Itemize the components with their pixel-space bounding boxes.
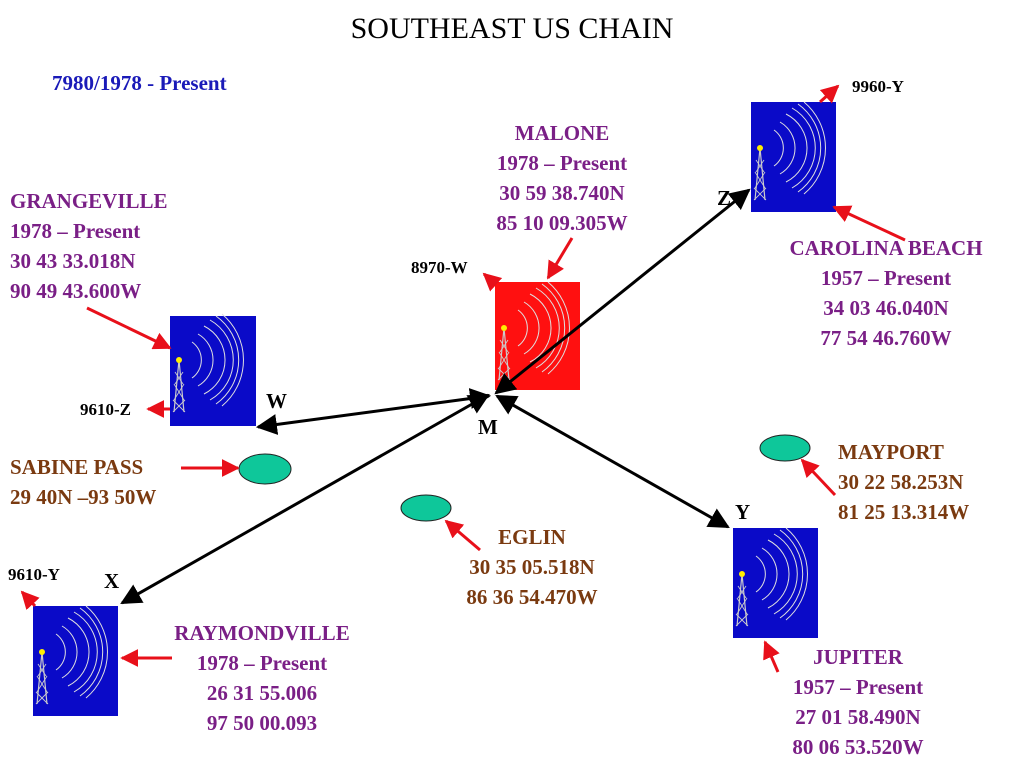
letter-m: M [478,415,498,439]
raymondville-label: RAYMONDVILLE 1978 – Present 26 31 55.006… [152,618,372,738]
station-grangeville-icon [170,313,256,426]
pointer-eglin-arrow [444,519,481,552]
sabine-label: SABINE PASS 29 40N –93 50W [10,452,156,512]
pointer-malone-arrow [546,237,574,280]
mayport-name: MAYPORT [838,440,944,464]
mayport-lat: 30 22 58.253N [838,470,964,494]
pointer-9610y-arrow [20,590,40,610]
code-9610y: 9610-Y [8,565,60,584]
grangeville-lon: 90 49 43.600W [10,279,142,303]
station-jupiter-icon [733,527,818,638]
raymondville-name: RAYMONDVILLE [174,621,350,645]
sabine-coords: 29 40N –93 50W [10,485,157,509]
letter-z: Z [717,186,732,210]
monitor-mayport-icon [759,434,811,462]
eglin-name: EGLIN [498,525,566,549]
pointer-9960y-arrow [819,84,840,104]
eglin-label: EGLIN 30 35 05.518N 86 36 54.470W [432,522,632,612]
jupiter-name: JUPITER [813,645,903,669]
raymondville-years: 1978 – Present [196,651,328,675]
mayport-label: MAYPORT 30 22 58.253N 81 25 13.314W [838,437,969,527]
jupiter-lon: 80 06 53.520W [792,735,924,759]
baseline-m-x-arrow [120,393,490,605]
grangeville-years: 1978 – Present [10,219,141,243]
grangeville-lat: 30 43 33.018N [10,249,136,273]
page-title: SOUTHEAST US CHAIN [350,12,674,45]
pointer-carolina-arrow [832,205,906,242]
letter-w: W [266,389,287,413]
pointer-8970w-arrow [482,272,503,292]
letter-x: X [104,569,120,593]
pointer-jupiter-arrow [763,640,780,673]
sabine-name: SABINE PASS [10,455,144,479]
station-carolina-icon [751,101,836,212]
carolina-name: CAROLINA BEACH [789,236,983,260]
monitor-eglin-icon [400,494,452,522]
monitor-sabine-icon [238,453,292,485]
raymondville-lon: 97 50 00.093 [206,711,318,735]
jupiter-years: 1957 – Present [792,675,924,699]
carolina-label: CAROLINA BEACH 1957 – Present 34 03 46.0… [766,233,1006,353]
malone-years: 1978 – Present [496,151,628,175]
malone-lon: 85 10 09.305W [496,211,628,235]
jupiter-lat: 27 01 58.490N [795,705,921,729]
jupiter-label: JUPITER 1957 – Present 27 01 58.490N 80 … [758,642,958,762]
chain-subtitle: 7980/1978 - Present [52,71,227,95]
raymondville-lat: 26 31 55.006 [206,681,318,705]
code-8970w: 8970-W [411,258,468,277]
malone-label: MALONE 1978 – Present 30 59 38.740N 85 1… [462,118,662,238]
baseline-m-y-arrow [495,394,730,529]
mayport-lon: 81 25 13.314W [838,500,970,524]
baseline-m-w-arrow [255,388,492,435]
station-raymondville-icon [33,605,118,716]
carolina-years: 1957 – Present [820,266,952,290]
carolina-lat: 34 03 46.040N [823,296,949,320]
code-9960y: 9960-Y [852,77,904,96]
grangeville-name: GRANGEVILLE [10,189,168,213]
baseline-m-z-arrow [494,188,751,395]
code-9610z: 9610-Z [80,400,131,419]
eglin-lat: 30 35 05.518N [469,555,595,579]
malone-lat: 30 59 38.740N [499,181,625,205]
carolina-lon: 77 54 46.760W [820,326,952,350]
grangeville-label: GRANGEVILLE 1978 – Present 30 43 33.018N… [10,186,168,306]
eglin-lon: 86 36 54.470W [466,585,598,609]
letter-y: Y [735,500,751,524]
malone-name: MALONE [514,121,610,145]
pointer-grangeville-arrow [86,306,172,350]
pointer-mayport-arrow [800,458,837,497]
